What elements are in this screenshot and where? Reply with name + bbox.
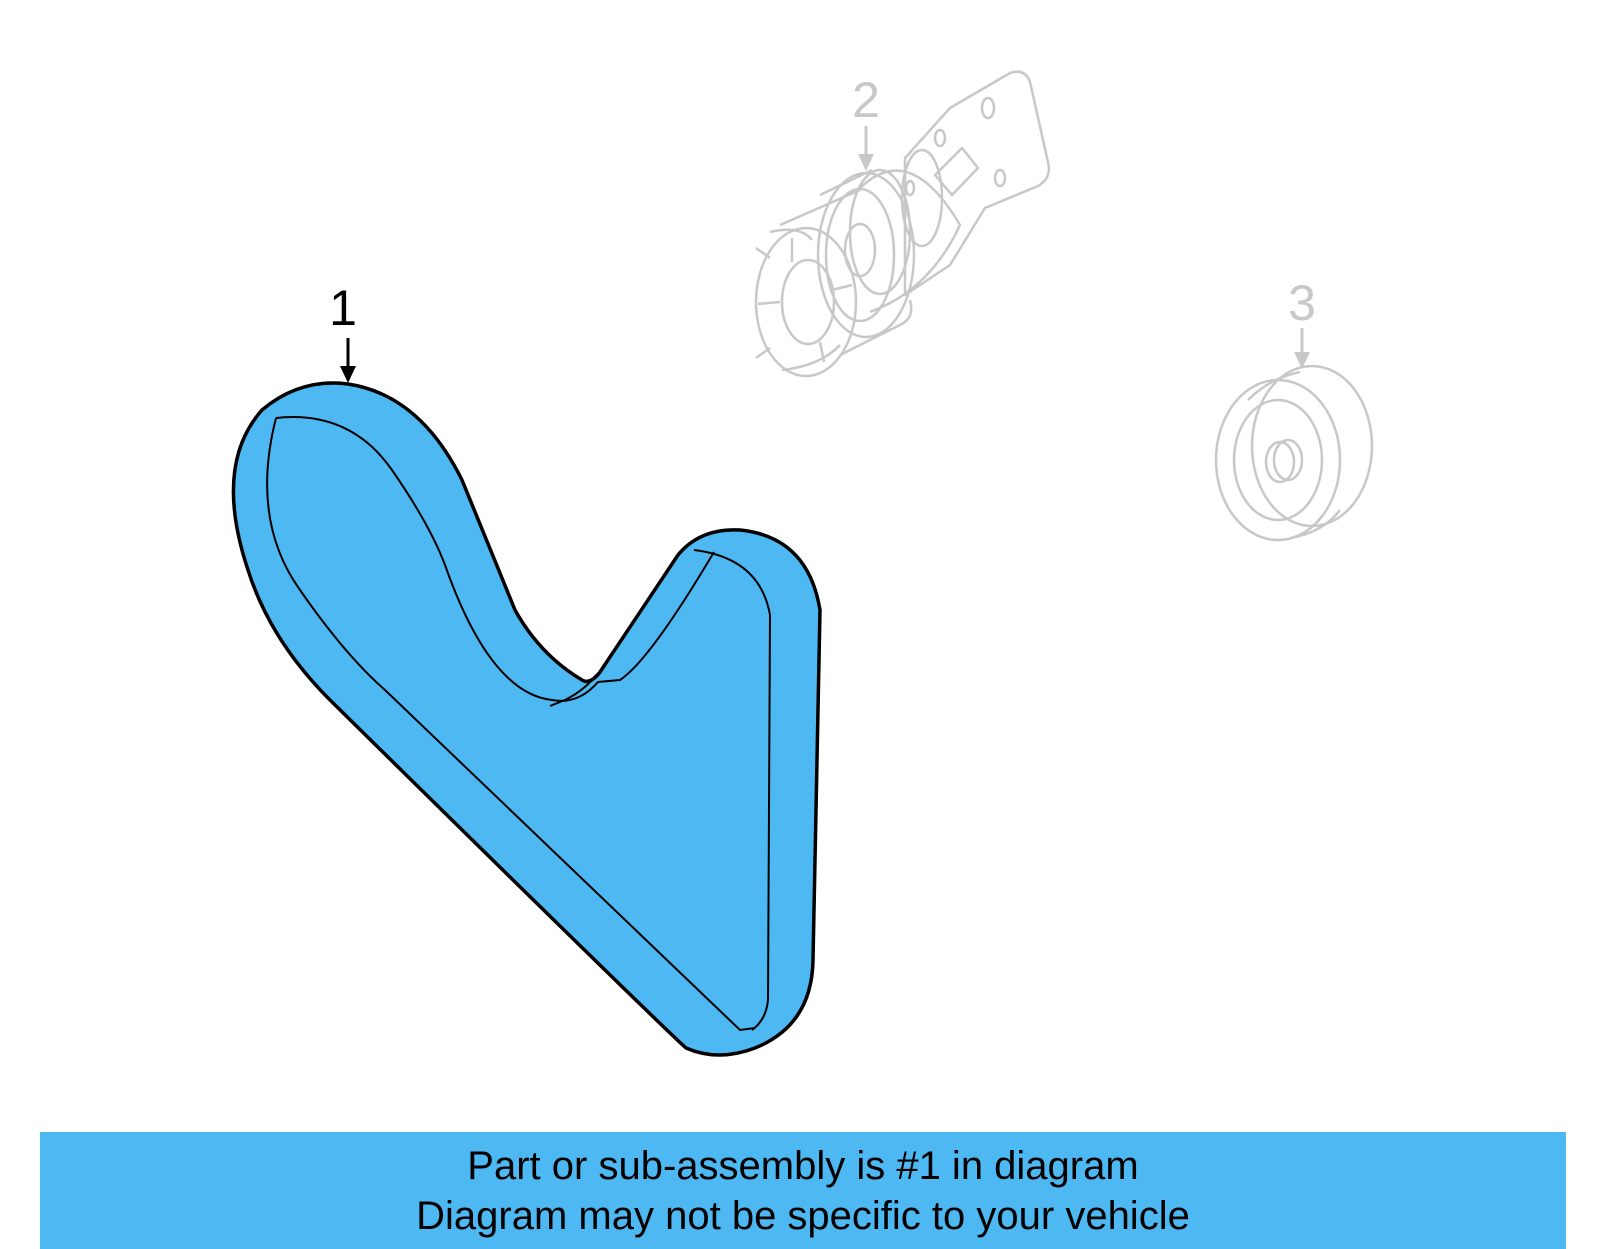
part-1-serpentine-belt[interactable] <box>231 381 822 1057</box>
parts-diagram: 1 2 3 <box>231 70 1374 1057</box>
banner-line-part-info: Part or sub-assembly is #1 in diagram <box>467 1143 1139 1188</box>
arrow-down-icon <box>858 154 874 171</box>
info-banner: Part or sub-assembly is #1 in diagram Di… <box>40 1132 1566 1249</box>
callout-number-2: 2 <box>852 72 880 128</box>
part-2-belt-tensioner[interactable] <box>754 70 1051 378</box>
callout-1[interactable]: 1 <box>329 280 357 383</box>
callout-3[interactable]: 3 <box>1288 275 1316 369</box>
callout-number-1: 1 <box>329 280 357 336</box>
part-3-idler-pulley[interactable] <box>1214 364 1374 542</box>
banner-line-disclaimer: Diagram may not be specific to your vehi… <box>416 1193 1190 1238</box>
arrow-down-icon <box>340 366 356 383</box>
arrow-down-icon <box>1294 352 1310 369</box>
callout-2[interactable]: 2 <box>852 72 880 171</box>
callout-number-3: 3 <box>1288 275 1316 331</box>
